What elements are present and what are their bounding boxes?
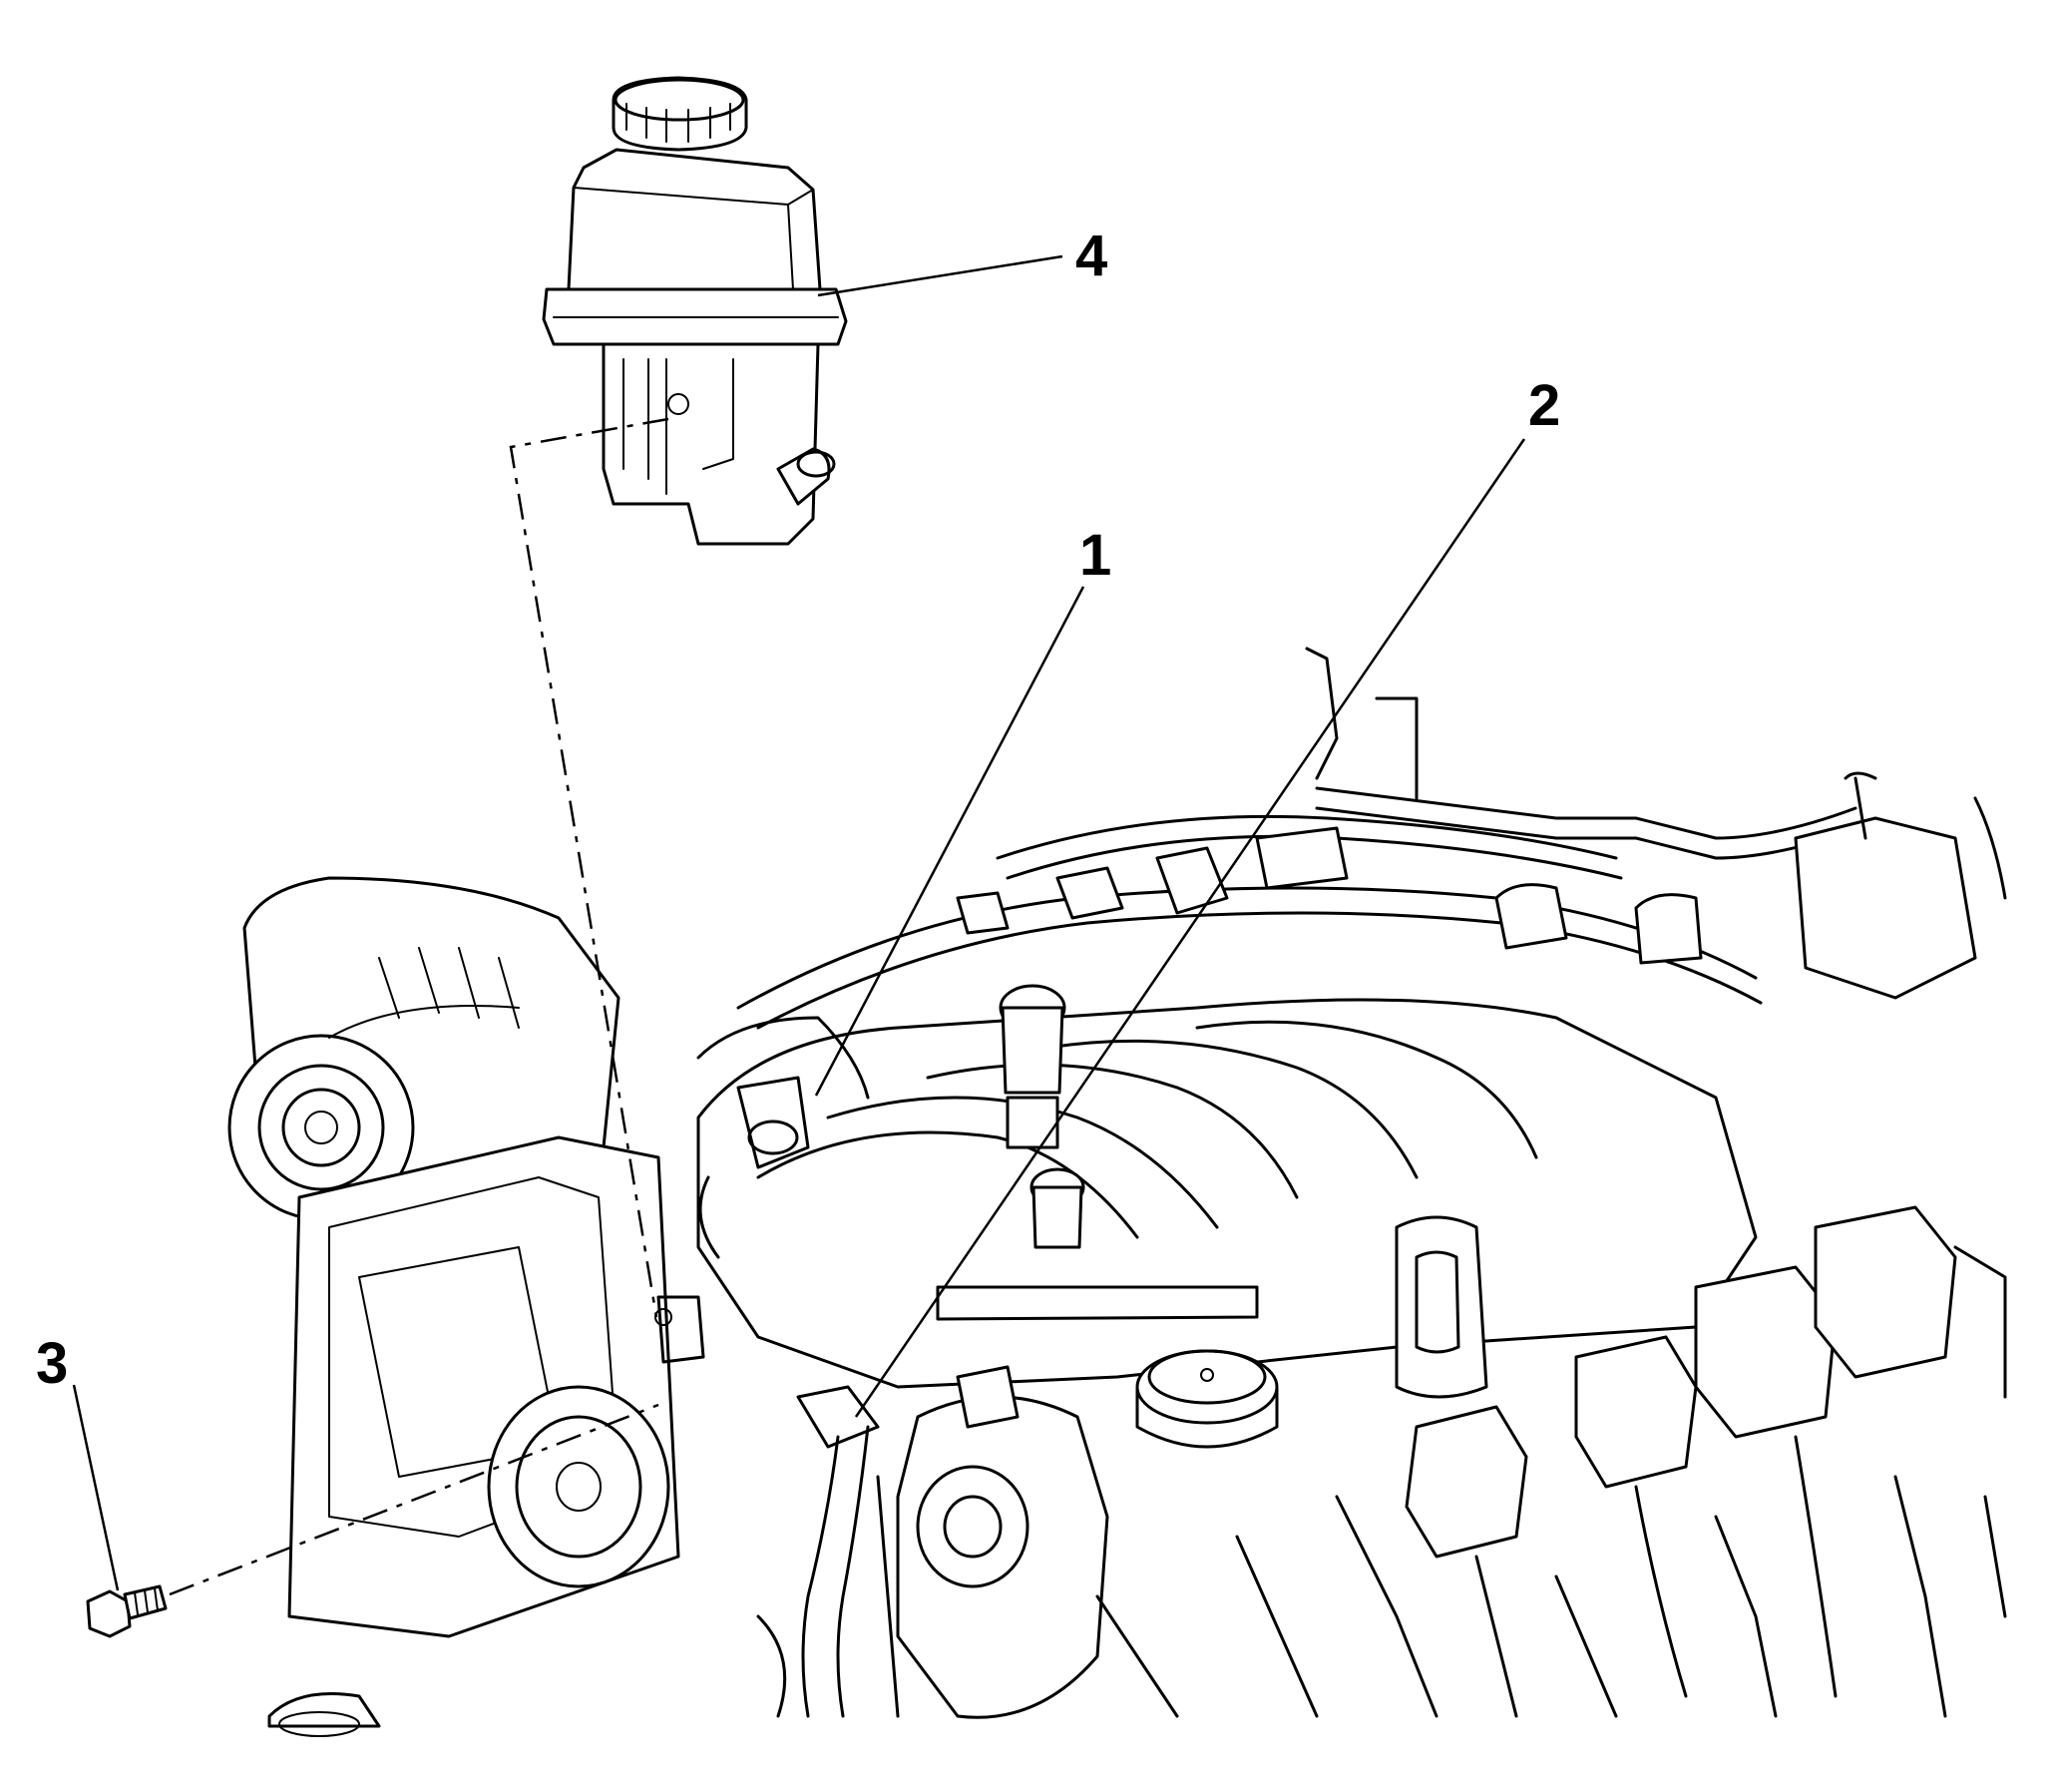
- ignition-coils: [1405, 1205, 1957, 1718]
- leader-line-1: [814, 586, 1085, 1097]
- crank-pulley: [267, 1692, 381, 1737]
- bolt: [86, 1584, 168, 1638]
- leader-line-4: [817, 254, 1063, 297]
- power-steering-pump: [896, 1365, 1109, 1719]
- oil-fill-cap: [1135, 1349, 1279, 1449]
- callouts: 1 2 3 4: [36, 224, 1560, 1396]
- power-steering-hose-assembly: [696, 1016, 880, 1718]
- callout-3: 3: [36, 1331, 68, 1396]
- idler-pulley: [487, 1385, 670, 1588]
- assembly-guide-lines: [169, 417, 669, 1596]
- lift-bracket: [1395, 1215, 1488, 1399]
- callout-1: 1: [1079, 523, 1111, 588]
- power-steering-reservoir: [542, 76, 848, 546]
- leader-line-3: [72, 1384, 120, 1591]
- engine-block: [756, 1475, 2007, 1718]
- leader-line-2: [854, 438, 1526, 1418]
- fuel-rail-and-harness: [736, 786, 1862, 1030]
- leader-lines: [72, 254, 1526, 1591]
- intake-manifold: [696, 984, 1758, 1389]
- callout-2: 2: [1528, 373, 1560, 438]
- callout-4: 4: [1075, 224, 1107, 288]
- mounting-bracket: [287, 1135, 705, 1638]
- rear-engine-components: [1305, 647, 2007, 1399]
